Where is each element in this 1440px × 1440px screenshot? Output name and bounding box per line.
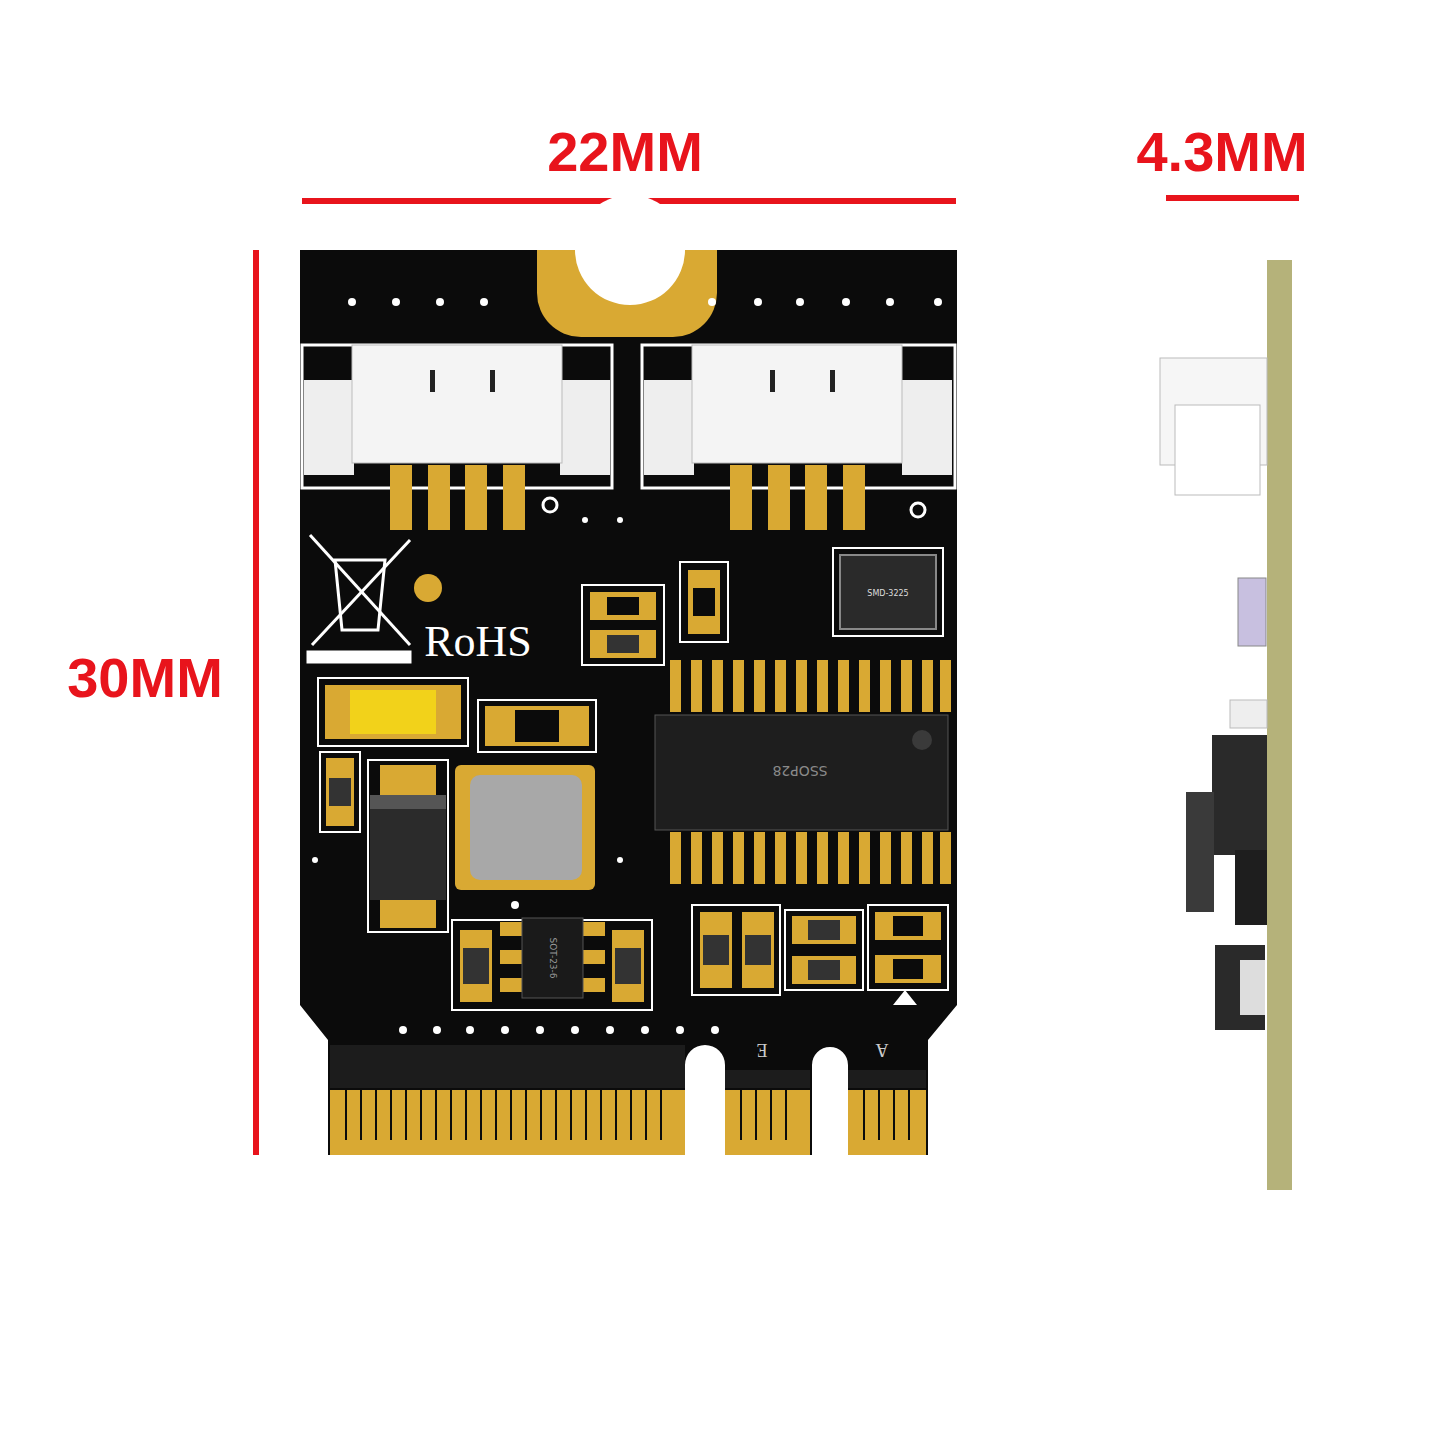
package-marking: SOT-23-6 (548, 937, 557, 978)
weee-symbol (308, 535, 410, 662)
crystal (833, 548, 943, 636)
width-dimension: 22MM (547, 124, 703, 180)
crystal-marking: SMD-3225 (867, 590, 908, 598)
thickness-dimension: 4.3MM (1136, 124, 1307, 180)
pcb-front (300, 195, 957, 1155)
passives (318, 562, 948, 1010)
ssop28-chip (655, 660, 951, 884)
key-letter: E (757, 1041, 768, 1059)
rohs-mark: RoHS (424, 620, 532, 664)
wire-connectors (302, 345, 955, 530)
key-letter: A (876, 1041, 889, 1059)
dimension-lines (253, 195, 1299, 1155)
pcb-side (1160, 260, 1292, 1190)
height-dimension: 30MM (67, 650, 223, 706)
chip-marking: SSOP28 (772, 764, 827, 778)
